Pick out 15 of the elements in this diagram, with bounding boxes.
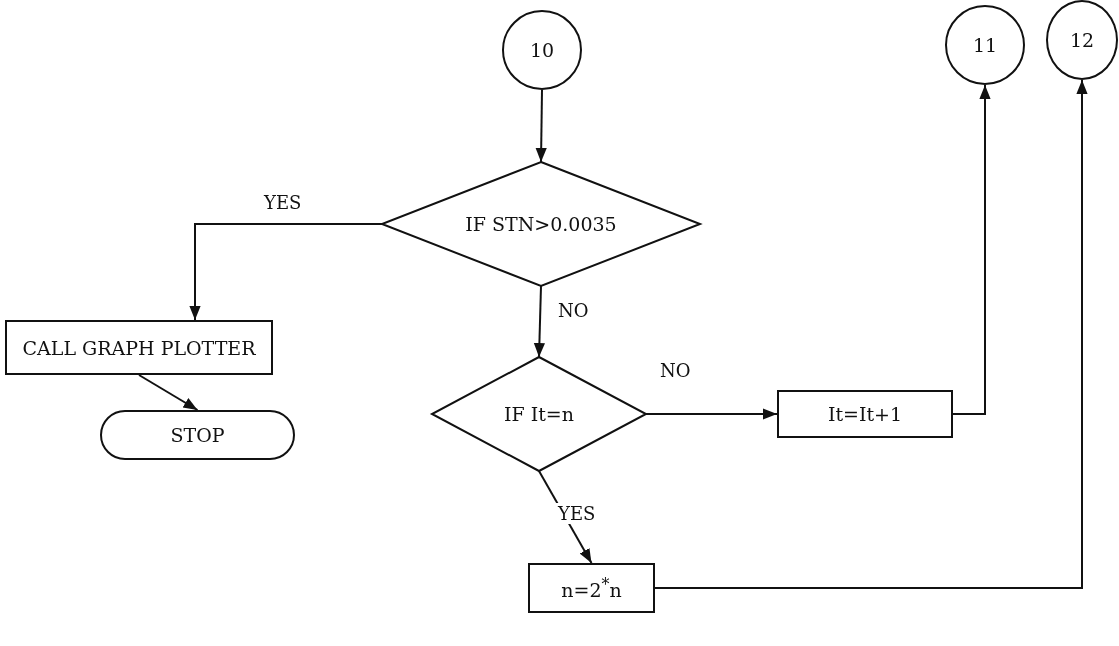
arrow (654, 79, 1088, 589)
process-box: It=It+1 (777, 390, 953, 438)
arrow (189, 223, 383, 321)
decision-diamond: IF It=n (432, 357, 646, 471)
connector-circle: 12 (1046, 0, 1118, 80)
arrow (533, 285, 545, 358)
arrow (952, 84, 991, 415)
connector-circle: 11 (945, 5, 1025, 85)
decision-diamond: IF STN>0.0035 (382, 162, 700, 286)
process-box: n=2$^{*}$n (528, 563, 655, 613)
process-box: CALL GRAPH PLOTTER (5, 320, 273, 375)
arrow (535, 89, 547, 163)
arrow (138, 374, 199, 411)
connector-circle: 10 (502, 10, 582, 90)
arrow (645, 408, 778, 420)
